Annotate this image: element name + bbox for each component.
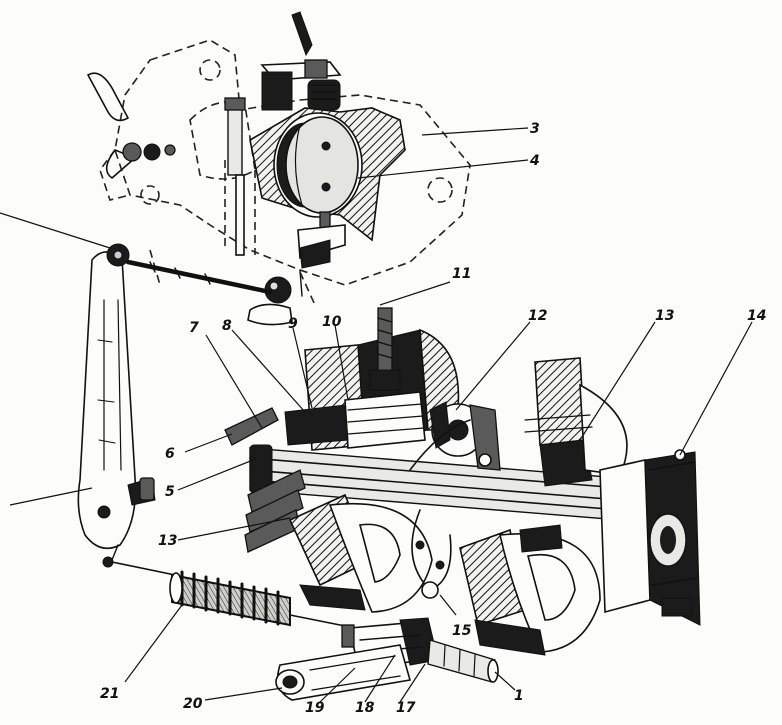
label-9: 9 — [288, 316, 298, 332]
label-12: 12 — [528, 308, 547, 324]
weight-block-right — [524, 357, 628, 487]
spring-assembly — [111, 561, 356, 629]
vertical-rod — [224, 97, 246, 256]
label-19: 19 — [305, 700, 325, 716]
end-housing — [599, 449, 701, 626]
label-1: 1 — [514, 688, 524, 704]
weight-block-left — [224, 328, 460, 451]
label-18: 18 — [355, 700, 375, 716]
connecting-rod — [125, 259, 273, 295]
label-13-upper: 13 — [655, 308, 674, 324]
top-bracket — [260, 11, 342, 111]
throttle-crank — [247, 211, 346, 326]
label-3: 3 — [530, 121, 540, 137]
flyweight-right — [459, 524, 601, 656]
label-10: 10 — [322, 314, 342, 330]
edge-leaders — [0, 212, 111, 506]
label-8: 8 — [222, 318, 232, 334]
leader-lines — [124, 127, 753, 703]
label-11: 11 — [452, 266, 471, 282]
label-20: 20 — [183, 696, 203, 712]
label-13-lower: 13 — [158, 533, 177, 549]
vertical-bolt — [369, 307, 401, 391]
bottom-bracket — [275, 644, 412, 701]
label-6: 6 — [165, 446, 175, 462]
label-7: 7 — [189, 320, 199, 336]
throttle-body — [249, 107, 406, 242]
link-chain — [411, 509, 452, 599]
label-14: 14 — [747, 308, 766, 324]
control-lever — [77, 243, 156, 568]
label-15: 15 — [452, 623, 472, 639]
label-5: 5 — [165, 484, 175, 500]
label-17: 17 — [396, 700, 416, 716]
label-4: 4 — [529, 153, 540, 169]
wing-nut — [87, 72, 176, 179]
callout-labels: 3 4 11 7 8 9 10 12 13 14 6 5 13 15 21 20… — [100, 121, 766, 716]
pivot-link — [409, 401, 501, 471]
label-21: 21 — [100, 686, 119, 702]
flyweight-left — [244, 469, 433, 613]
